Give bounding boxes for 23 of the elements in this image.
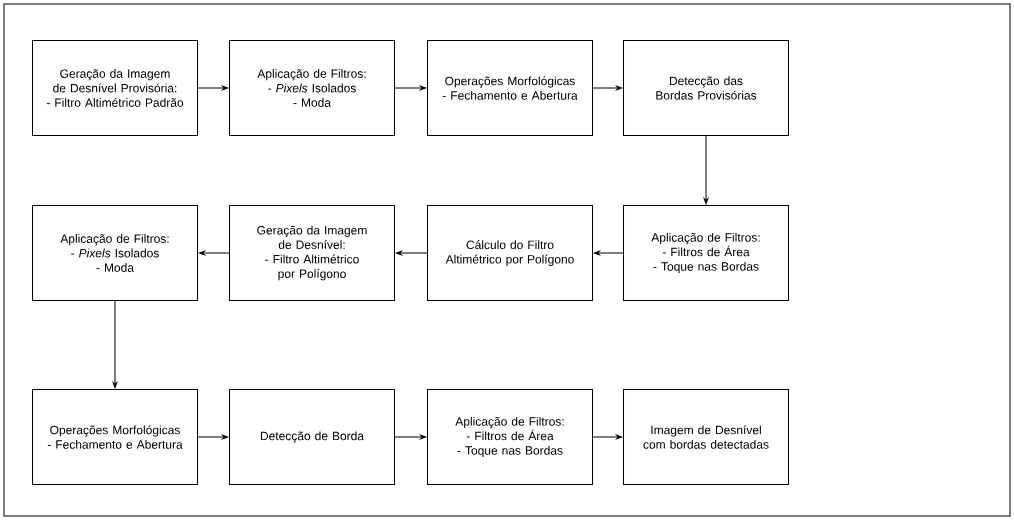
process-box: Aplicação de Filtros: - Pixels Isolados - Moda — [229, 40, 395, 136]
process-box: Operações Morfológicas - Fechamento e Abertura — [32, 389, 198, 485]
process-box: Cálculo do Filtro Altimétrico por Polígono — [427, 205, 593, 301]
process-box: Aplicação de Filtros: - Pixels Isolados - Moda — [32, 205, 198, 301]
arrow — [592, 434, 623, 440]
process-box: Aplicação de Filtros: - Filtros de Área - Toque nas Bordas — [623, 205, 789, 301]
process-box: Geração da Imagem de Desnível: - Filtro Altimétrico por Polígono — [229, 205, 395, 301]
arrow — [112, 300, 118, 389]
arrow — [197, 434, 229, 440]
arrow — [394, 85, 427, 91]
arrow — [197, 85, 229, 91]
process-box: Aplicação de Filtros: - Filtros de Área - Toque nas Bordas — [427, 389, 593, 485]
process-box: Operações Morfológicas - Fechamento e Abertura — [427, 40, 593, 136]
process-box: Detecção de Borda — [229, 389, 395, 485]
arrow — [593, 250, 624, 256]
process-box: Imagem de Desnível com bordas detectadas — [623, 389, 789, 485]
arrow — [395, 250, 428, 256]
process-box: Detecção das Bordas Provisórias — [623, 40, 789, 136]
arrow — [592, 85, 623, 91]
process-box: Geração da Imagem de Desnível Provisória: - Filtro Altimétrico Padrão — [32, 40, 198, 136]
arrow — [198, 250, 230, 256]
arrow — [703, 135, 709, 205]
arrow — [394, 434, 427, 440]
